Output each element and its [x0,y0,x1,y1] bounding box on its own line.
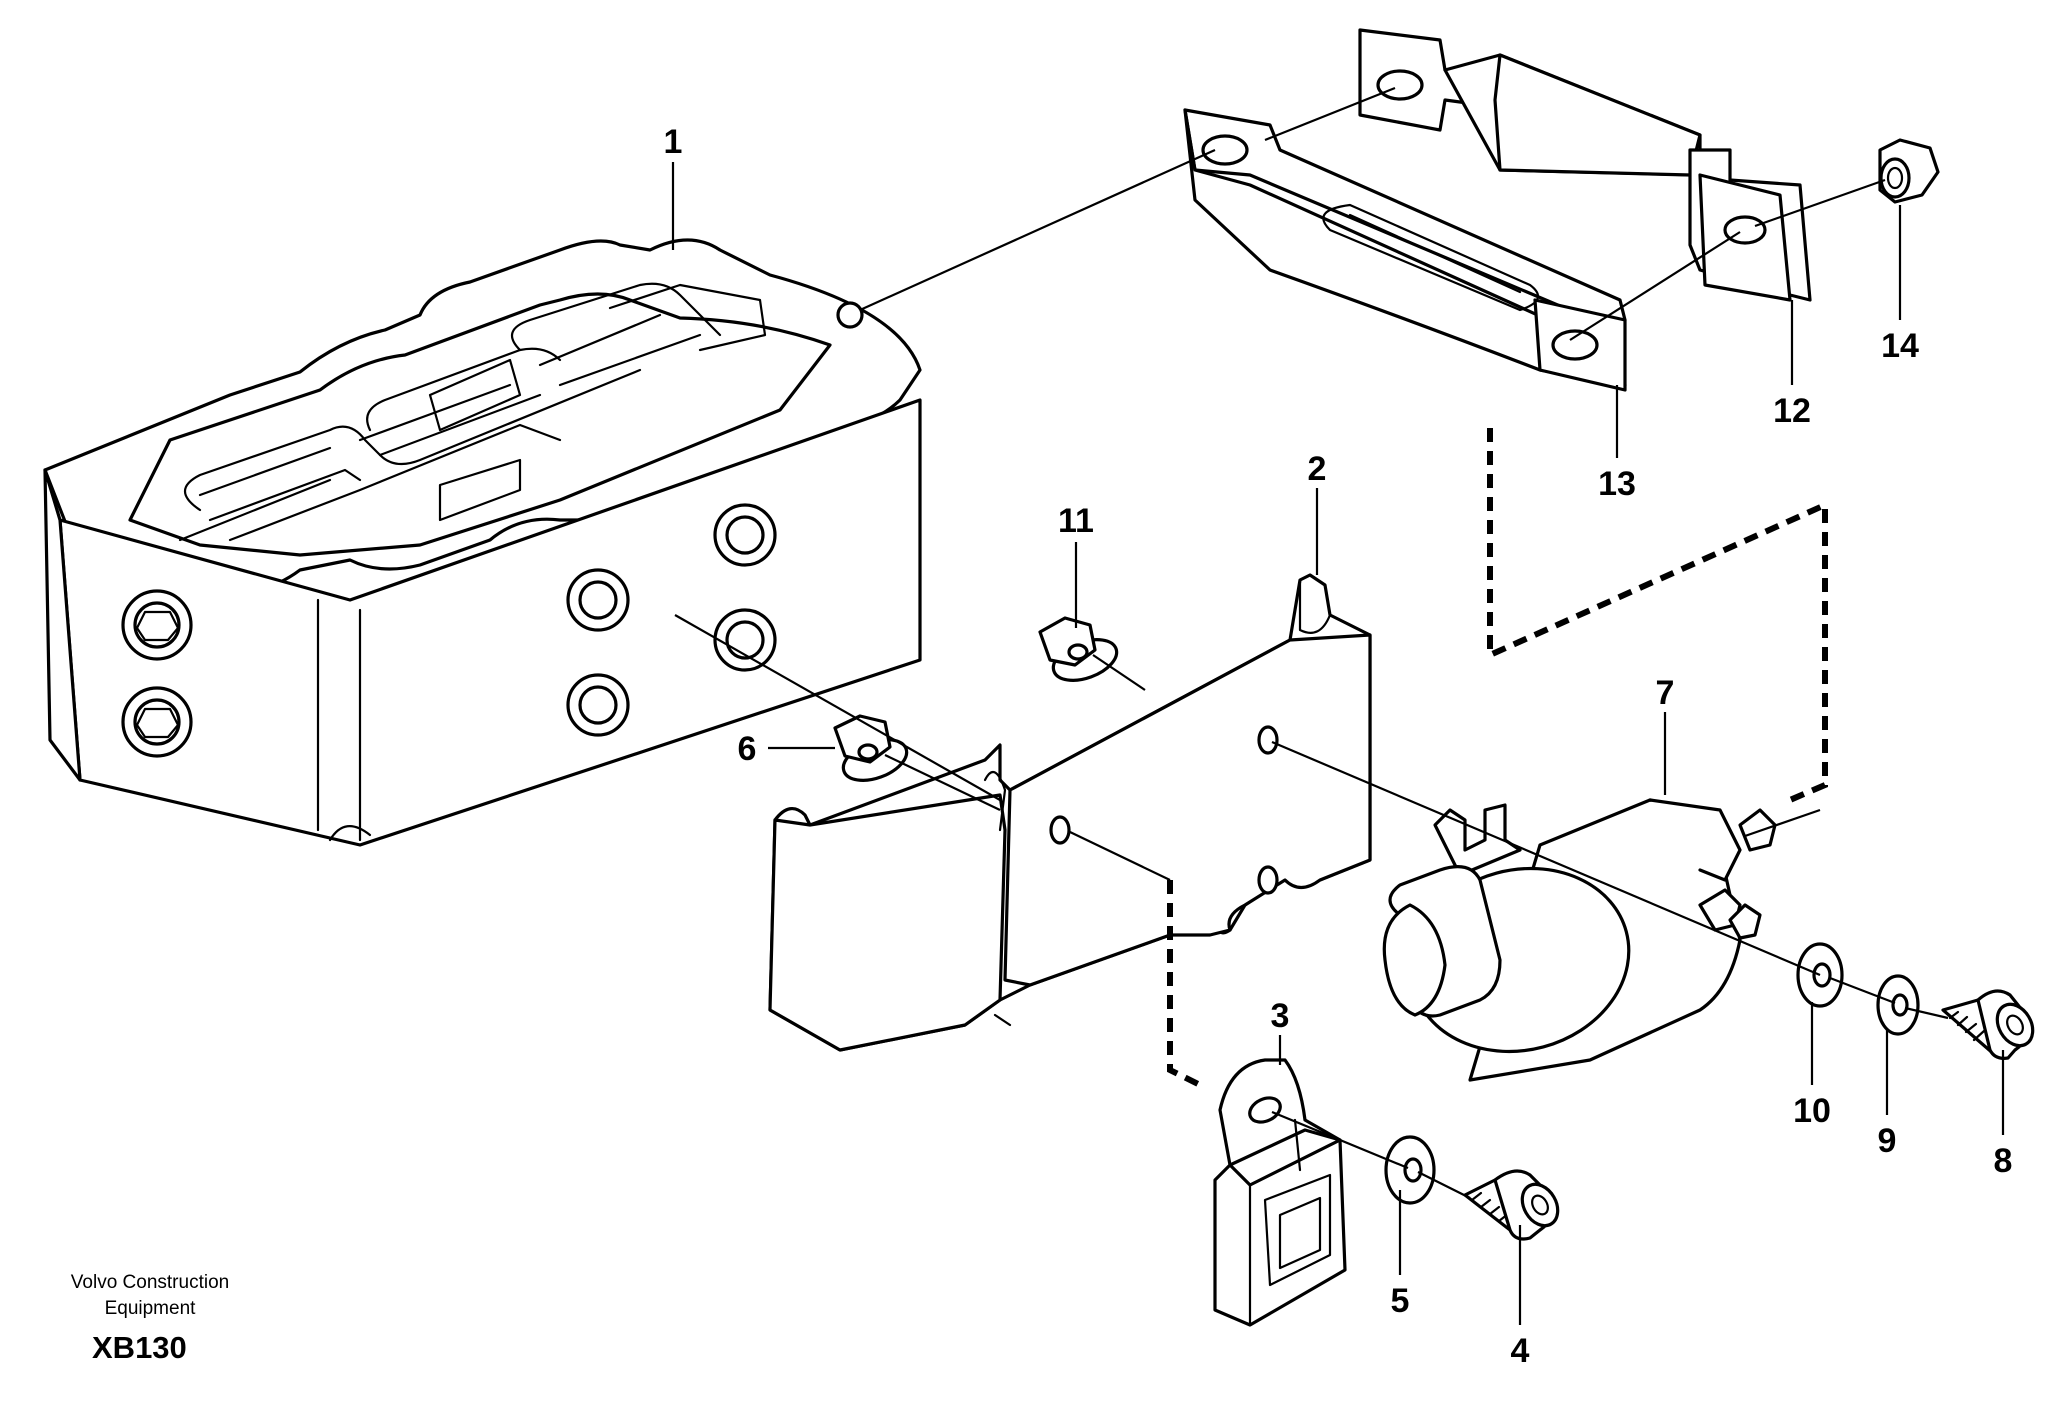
mounting-bracket-13 [1183,108,1627,392]
solenoid-relay-7 [1382,798,1777,1082]
company-line-2: Equipment [104,1298,196,1319]
screw-8 [1941,989,2035,1060]
heating-element [178,282,767,542]
mounting-bolt-heads [121,301,864,758]
callout-12: 12 [1773,392,1811,430]
flange-nut-6 [833,714,909,782]
washer-9 [1876,974,1920,1036]
clip-3 [1213,1058,1347,1327]
washer-5 [1384,1135,1436,1205]
callout-1: 1 [664,123,683,161]
company-caption: Volvo Construction Equipment [30,1270,270,1322]
holder-bracket-2 [768,573,1372,1052]
callout-8: 8 [1994,1142,2013,1180]
company-line-1: Volvo Construction [70,1272,230,1293]
callout-3: 3 [1271,997,1290,1035]
heater-block-housing [43,238,922,847]
callout-7: 7 [1656,674,1675,712]
callout-10: 10 [1793,1092,1831,1130]
callout-leaders [671,162,2005,1325]
callout-5: 5 [1391,1282,1410,1320]
screw-4 [1463,1169,1560,1241]
callout-4: 4 [1511,1332,1530,1370]
figure-code: XB130 [92,1330,187,1365]
flange-nut-11 [1038,616,1119,682]
callout-14: 14 [1881,327,1919,365]
callout-11: 11 [1058,502,1094,540]
assembly-lines [674,86,1949,1199]
callout-2: 2 [1308,450,1327,488]
callout-13: 13 [1598,465,1636,503]
callout-9: 9 [1878,1122,1897,1160]
callout-numbers: 1 2 3 4 5 6 7 8 9 10 11 12 13 14 [664,123,2013,1370]
mounting-bracket-12 [1358,28,1812,302]
callout-6: 6 [738,730,757,768]
nut-14 [1878,138,1940,204]
dashed-connection-lines [1167,428,1828,1088]
